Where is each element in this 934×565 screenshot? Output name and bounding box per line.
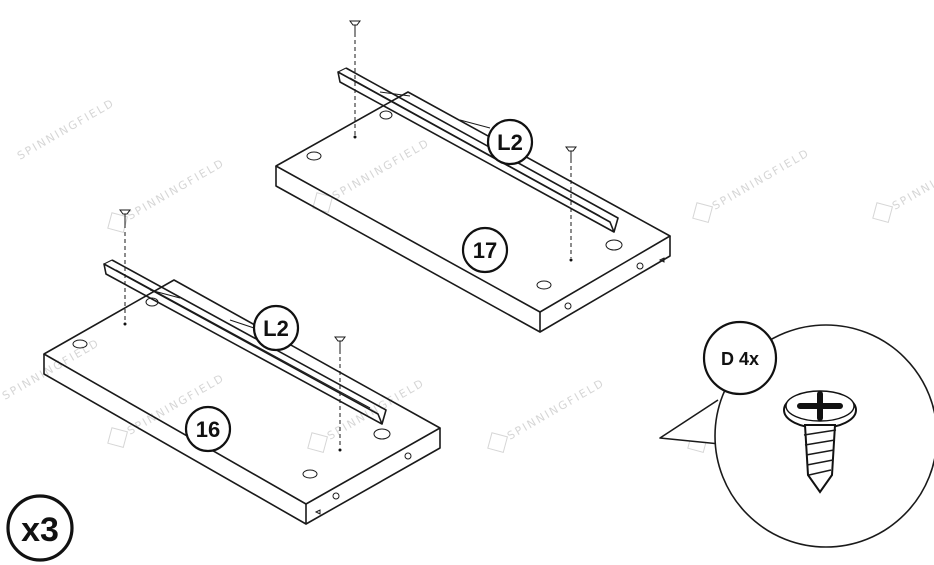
svg-text:L2: L2 [497, 130, 523, 155]
rail-label-l2: L2 [252, 304, 300, 352]
watermark: SPINNINGFIELD [692, 146, 812, 223]
svg-text:x3: x3 [21, 511, 59, 549]
rail-label-l2: L2 [486, 118, 534, 166]
svg-text:SPINNINGFIELD: SPINNINGFIELD [0, 336, 102, 402]
panel-17: L2 17 [275, 20, 671, 333]
svg-text:SPINNINGFIELD: SPINNINGFIELD [505, 376, 607, 442]
svg-text:SPINNINGFIELD: SPINNINGFIELD [710, 146, 812, 212]
svg-text:SPINNINGFIELD: SPINNINGFIELD [125, 156, 227, 222]
watermark: SPINNINGFIELD [872, 146, 934, 223]
svg-text:L2: L2 [263, 316, 289, 341]
quantity-badge: x3 [6, 494, 74, 562]
panel-16: L2 16 [43, 209, 441, 525]
screw-icon [783, 390, 857, 494]
hardware-callout: D 4x [659, 320, 934, 548]
svg-text:SPINNINGFIELD: SPINNINGFIELD [890, 146, 934, 212]
svg-text:D 4x: D 4x [721, 349, 759, 369]
watermark: SPINNINGFIELD [487, 376, 607, 453]
screw-icon [119, 209, 131, 326]
screw-icon [334, 336, 346, 452]
hardware-label-d: D 4x [702, 320, 778, 396]
watermark: SPINNINGFIELD [0, 336, 102, 402]
part-label-16: 16 [184, 405, 232, 453]
svg-text:SPINNINGFIELD: SPINNINGFIELD [15, 96, 117, 162]
watermark: SPINNINGFIELD [312, 136, 432, 213]
watermark: SPINNINGFIELD [107, 156, 227, 233]
watermark: SPINNINGFIELD [15, 96, 117, 162]
screw-icon [349, 20, 361, 139]
svg-text:16: 16 [196, 417, 220, 442]
screw-icon [565, 146, 577, 262]
part-label-17: 17 [461, 226, 509, 274]
svg-text:SPINNINGFIELD: SPINNINGFIELD [330, 136, 432, 202]
svg-text:17: 17 [473, 238, 497, 263]
